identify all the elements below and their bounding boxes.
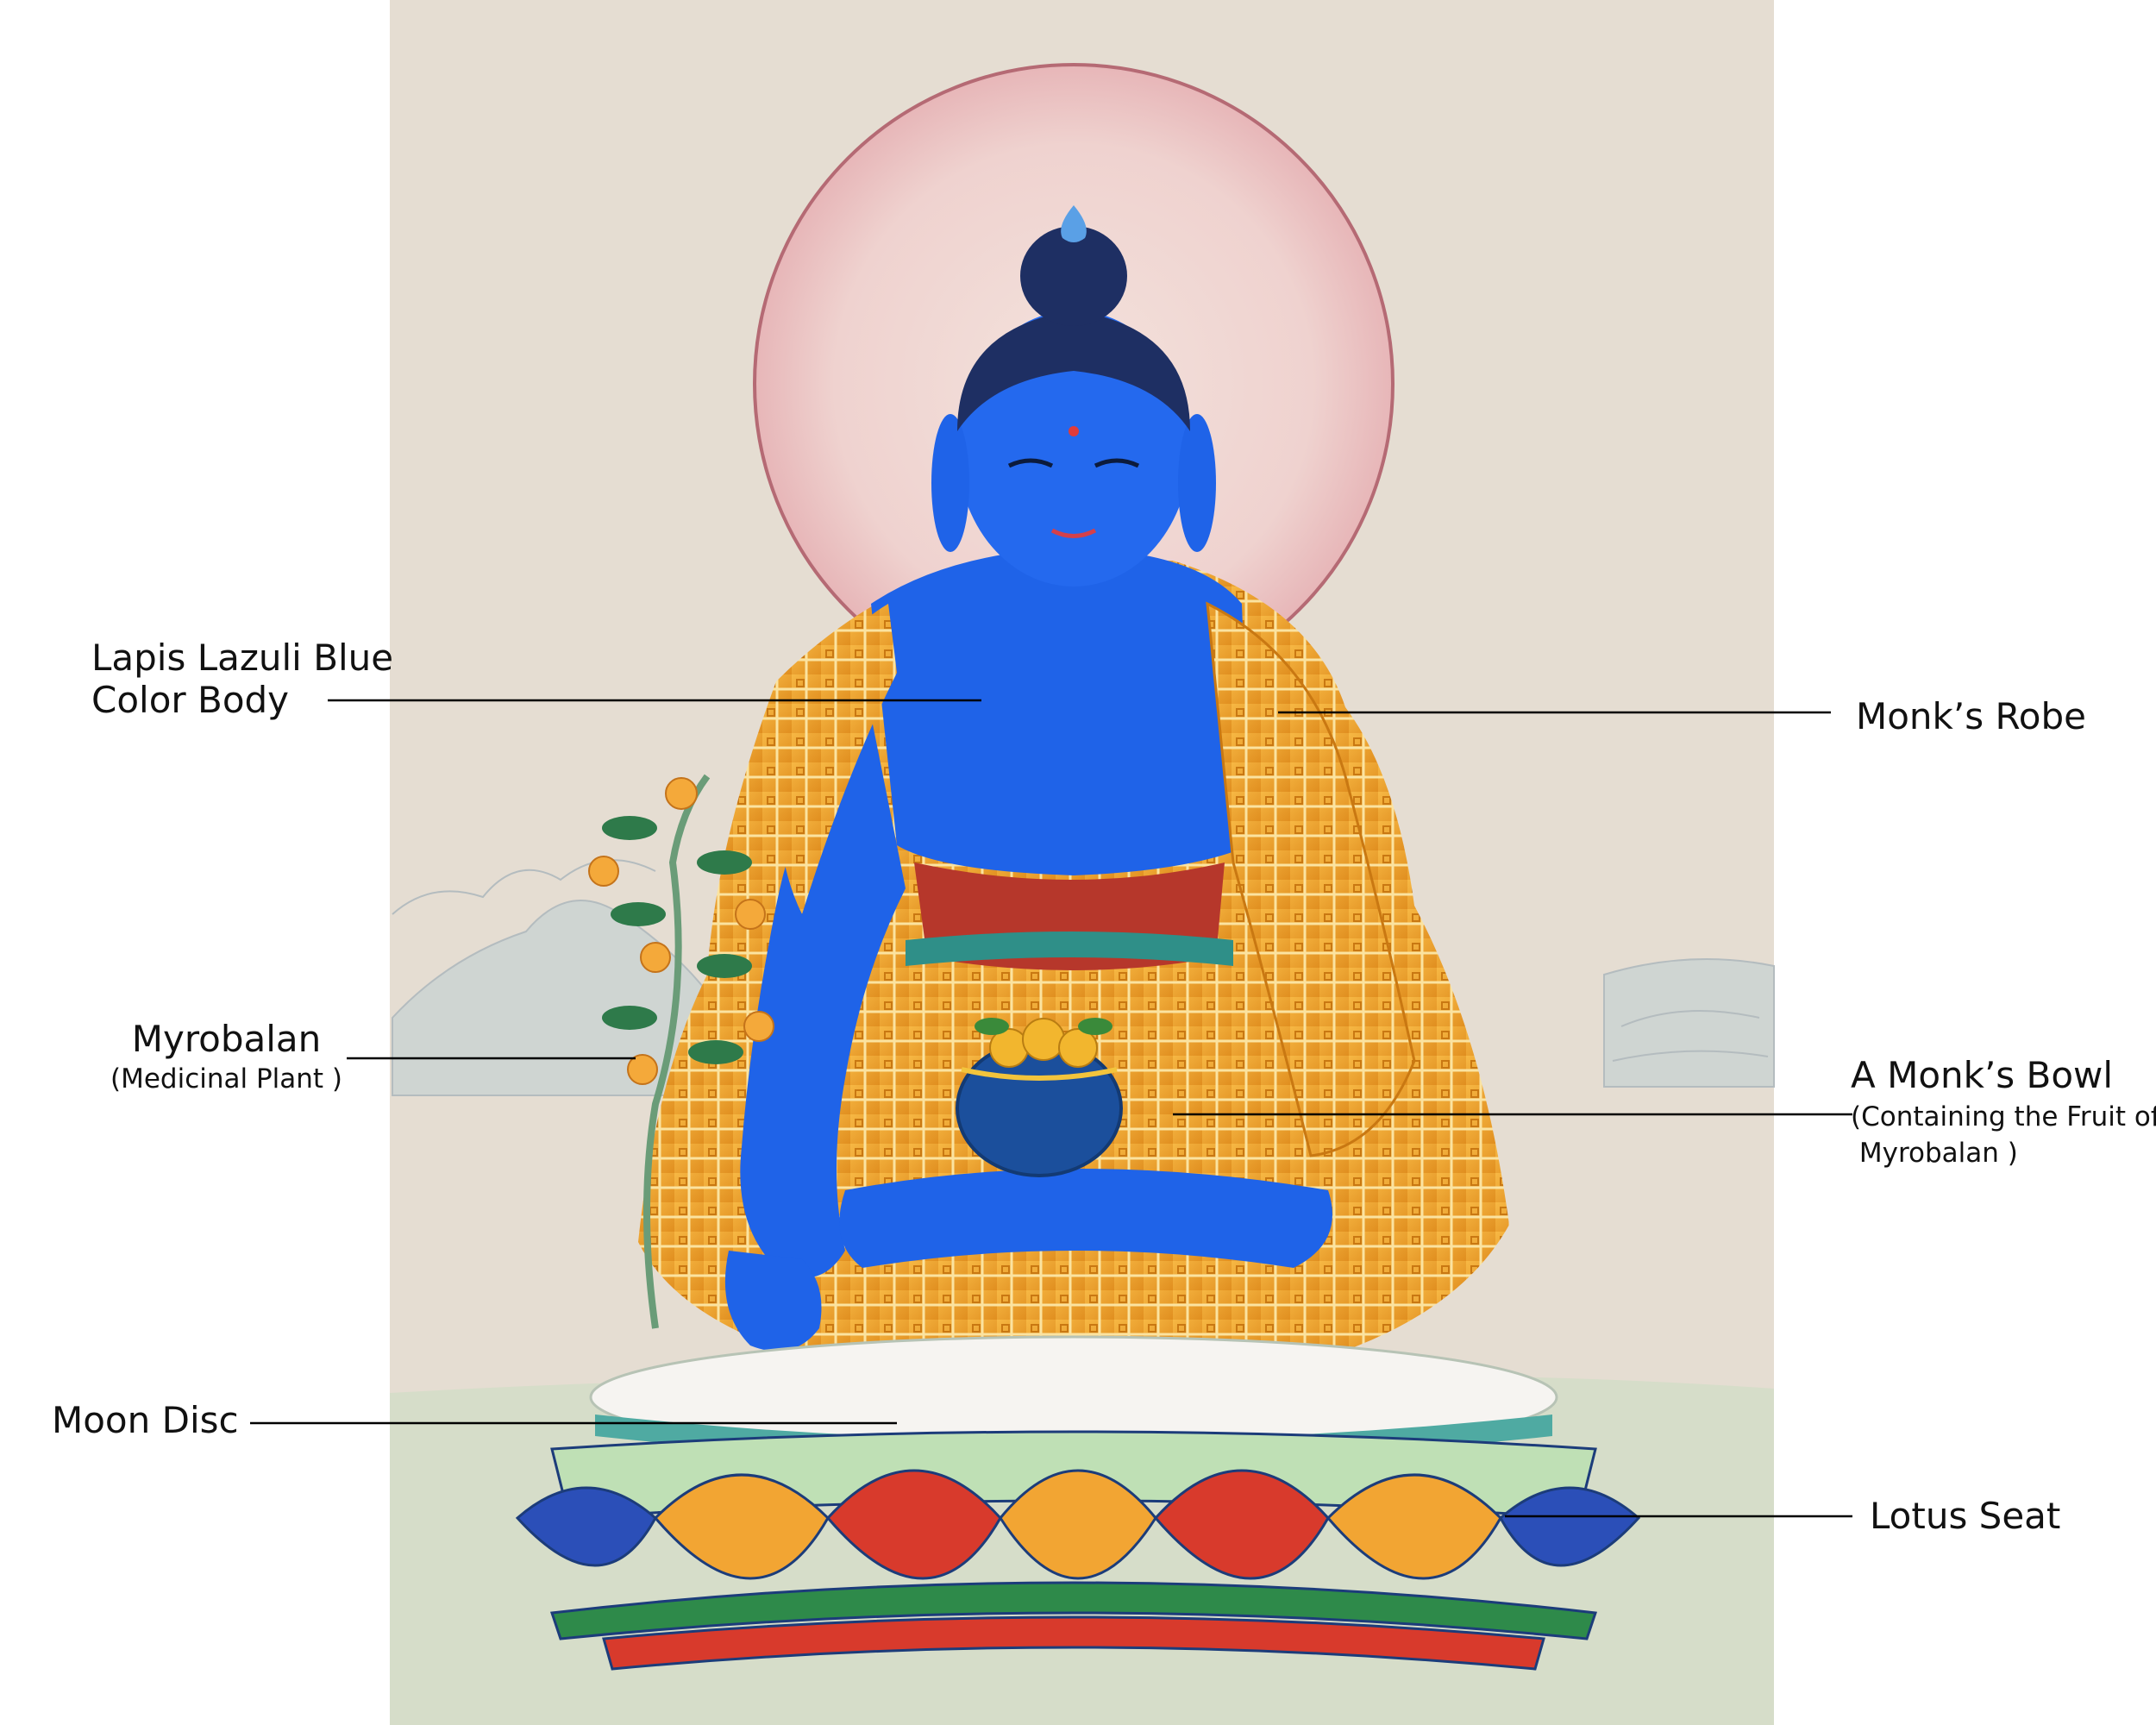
- left-ear: [931, 414, 969, 552]
- label-body-line1: Lapis Lazuli Blue: [91, 637, 394, 679]
- ushnisha: [1020, 226, 1127, 326]
- label-bowl-sub1: (Containing the Fruit of: [1851, 1101, 2156, 1133]
- myrobalan-plant: [588, 774, 774, 1329]
- label-moon: Moon Disc: [52, 1399, 239, 1441]
- legs: [839, 1169, 1332, 1268]
- monk-bowl: [956, 1039, 1123, 1177]
- label-bowl: A Monk’s Bowl (Containing the Fruit of M…: [1851, 1054, 2156, 1170]
- label-myrobalan-sub: (Medicinal Plant ): [110, 1063, 343, 1095]
- robe-left-shoulder: [776, 604, 897, 914]
- crown-jewel: [1061, 205, 1087, 242]
- lotus-seat: [515, 1430, 1641, 1671]
- landscape: [392, 859, 1775, 1096]
- leader-lines: [250, 699, 1852, 1518]
- right-eye: [1094, 458, 1140, 468]
- myrobalan-fruits: [989, 1018, 1098, 1068]
- left-eye: [1007, 458, 1054, 468]
- label-myrobalan-title: Myrobalan: [131, 1018, 322, 1060]
- right-arm: [740, 716, 906, 1278]
- mouth: [1050, 528, 1097, 538]
- label-bowl-title: A Monk’s Bowl: [1851, 1054, 2114, 1096]
- label-body: Lapis Lazuli Blue Color Body: [91, 637, 393, 721]
- urna-dot: [1069, 426, 1079, 436]
- body-torso: [871, 548, 1250, 875]
- robe-drape: [1206, 601, 1416, 1157]
- label-body-line2: Color Body: [91, 679, 290, 722]
- right-hand: [724, 1251, 822, 1352]
- label-robe: Monk’s Robe: [1856, 695, 2086, 737]
- right-ear: [1178, 414, 1216, 552]
- label-myrobalan: Myrobalan (Medicinal Plant ): [110, 1018, 342, 1095]
- hair: [957, 310, 1190, 431]
- sash: [906, 932, 1233, 966]
- label-lotus: Lotus Seat: [1870, 1495, 2061, 1537]
- bowl-rim: [961, 1067, 1118, 1081]
- bowl-leaves: [975, 1018, 1112, 1035]
- label-bowl-sub2: Myrobalan ): [1851, 1138, 2018, 1170]
